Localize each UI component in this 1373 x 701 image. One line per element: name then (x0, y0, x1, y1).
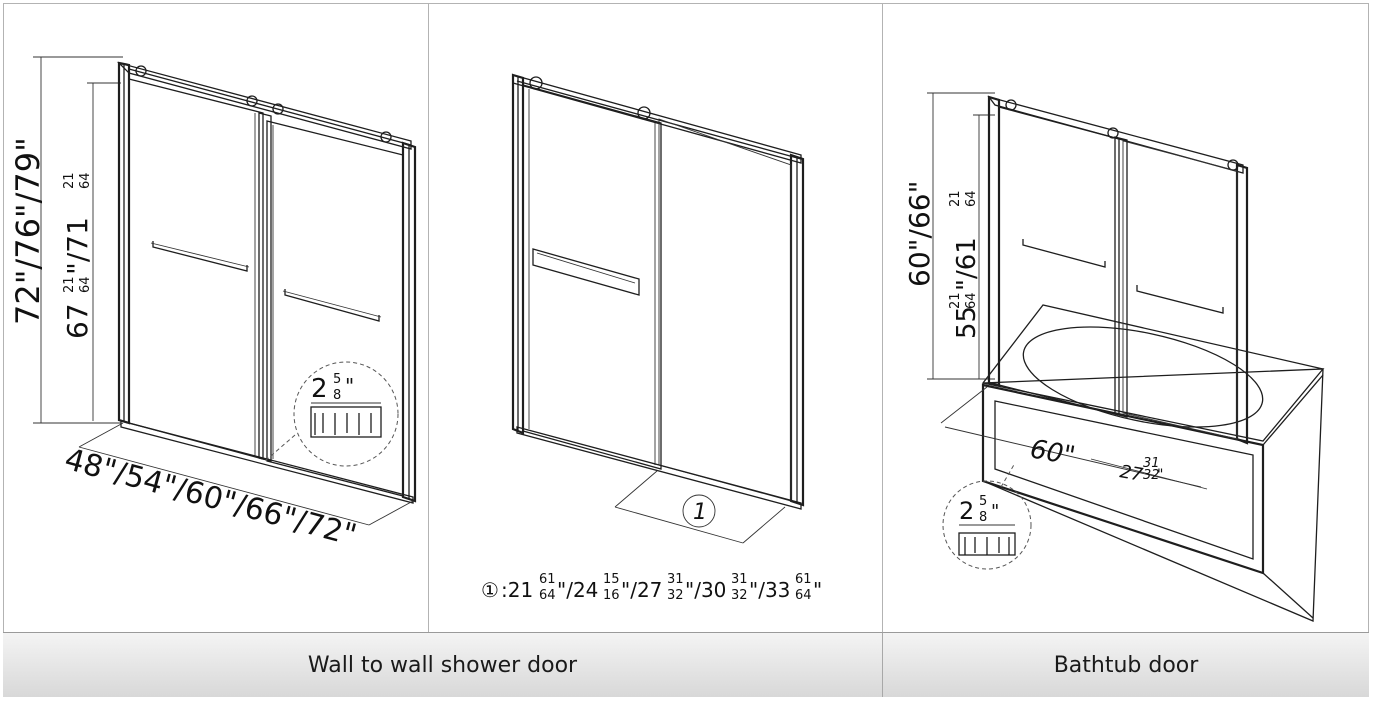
bathtub-door-drawing: 60"/66" 55 21 64 "/61 21 64 60" 27 31 32… (903, 92, 1325, 622)
label-wall-to-wall: Wall to wall shower door (3, 632, 883, 697)
label-bathtub: Bathtub door (883, 632, 1369, 697)
tub-opening-num: 31 (1143, 456, 1160, 471)
opening-last-inch: " (813, 578, 822, 602)
height-dimension-label: 72"/76"/79" (9, 137, 47, 325)
opening-2-den: 32 (667, 588, 684, 603)
opening-3-num: 31 (731, 572, 748, 587)
callout-number: 1 (693, 500, 707, 525)
opening-3-whole: "/30 (685, 578, 726, 602)
wall-door-drawing: 72"/76"/79" 67 21 64 "/71 21 64 48"/54"/… (9, 56, 417, 554)
glass-height-frac-den: 64 (78, 276, 93, 293)
detail-dim-inch: " (345, 374, 354, 398)
tub-detail-num: 5 (979, 494, 987, 509)
tub-width-label: 60" (1028, 434, 1078, 471)
opening-1-den: 16 (603, 588, 620, 603)
svg-text:67: 67 (61, 303, 94, 339)
glass-height-frac2-num: 21 (62, 172, 77, 189)
tub-height-dimension-label: 60"/66" (903, 181, 936, 287)
tub-opening-inch: " (1157, 467, 1163, 483)
glass-height-sep: "/71 (61, 217, 94, 275)
tub-detail-whole: 2 (959, 497, 974, 525)
opening-4-den: 64 (795, 588, 812, 603)
panel-bathtub-door: 60"/66" 55 21 64 "/61 21 64 60" 27 31 32… (883, 3, 1369, 632)
panel-wall-to-wall-dimensions: 72"/76"/79" 67 21 64 "/71 21 64 48"/54"/… (3, 3, 429, 632)
opening-1-num: 15 (603, 572, 620, 587)
tub-glass-height-whole: 55 (952, 306, 982, 339)
glass-height-whole: 67 (61, 303, 94, 339)
detail-dim-whole: 2 (311, 374, 328, 404)
tub-frac2-num: 21 (948, 190, 963, 207)
width-dimension-label: 48"/54"/60"/66"/72" (61, 442, 360, 554)
glass-height-frac2-den: 64 (78, 172, 93, 189)
callout-symbol: ① (481, 578, 499, 602)
detail-dim-den: 8 (333, 388, 341, 403)
opening-1-whole: "/24 (557, 578, 598, 602)
opening-0-den: 64 (539, 588, 556, 603)
opening-2-num: 31 (667, 572, 684, 587)
tub-frac-den: 64 (964, 292, 979, 309)
opening-3-den: 32 (731, 588, 748, 603)
tub-glass-height-sep: "/61 (952, 237, 982, 291)
opening-0-num: 61 (539, 572, 556, 587)
glass-height-frac-num: 21 (62, 276, 77, 293)
opening-4-whole: "/33 (749, 578, 790, 602)
tub-frac-num: 21 (948, 292, 963, 309)
opening-values: :21 61 64 "/24 15 16 "/27 31 32 "/30 31 … (501, 572, 822, 603)
tub-detail-inch: " (991, 501, 999, 522)
detail-dim-num: 5 (333, 372, 341, 387)
opening-2-whole: "/27 (621, 578, 662, 602)
door-opening-drawing: 1 ① :21 61 64 "/24 15 16 "/27 31 32 "/30… (481, 73, 822, 603)
tub-opening-whole: 27 (1118, 461, 1145, 486)
tub-frac2-den: 64 (964, 190, 979, 207)
tub-detail-den: 8 (979, 510, 987, 525)
panel-door-opening: 1 ① :21 61 64 "/24 15 16 "/27 31 32 "/30… (429, 3, 883, 632)
tub-opening-den: 32 (1143, 468, 1160, 483)
opening-0-whole: :21 (501, 578, 533, 602)
opening-4-num: 61 (795, 572, 812, 587)
